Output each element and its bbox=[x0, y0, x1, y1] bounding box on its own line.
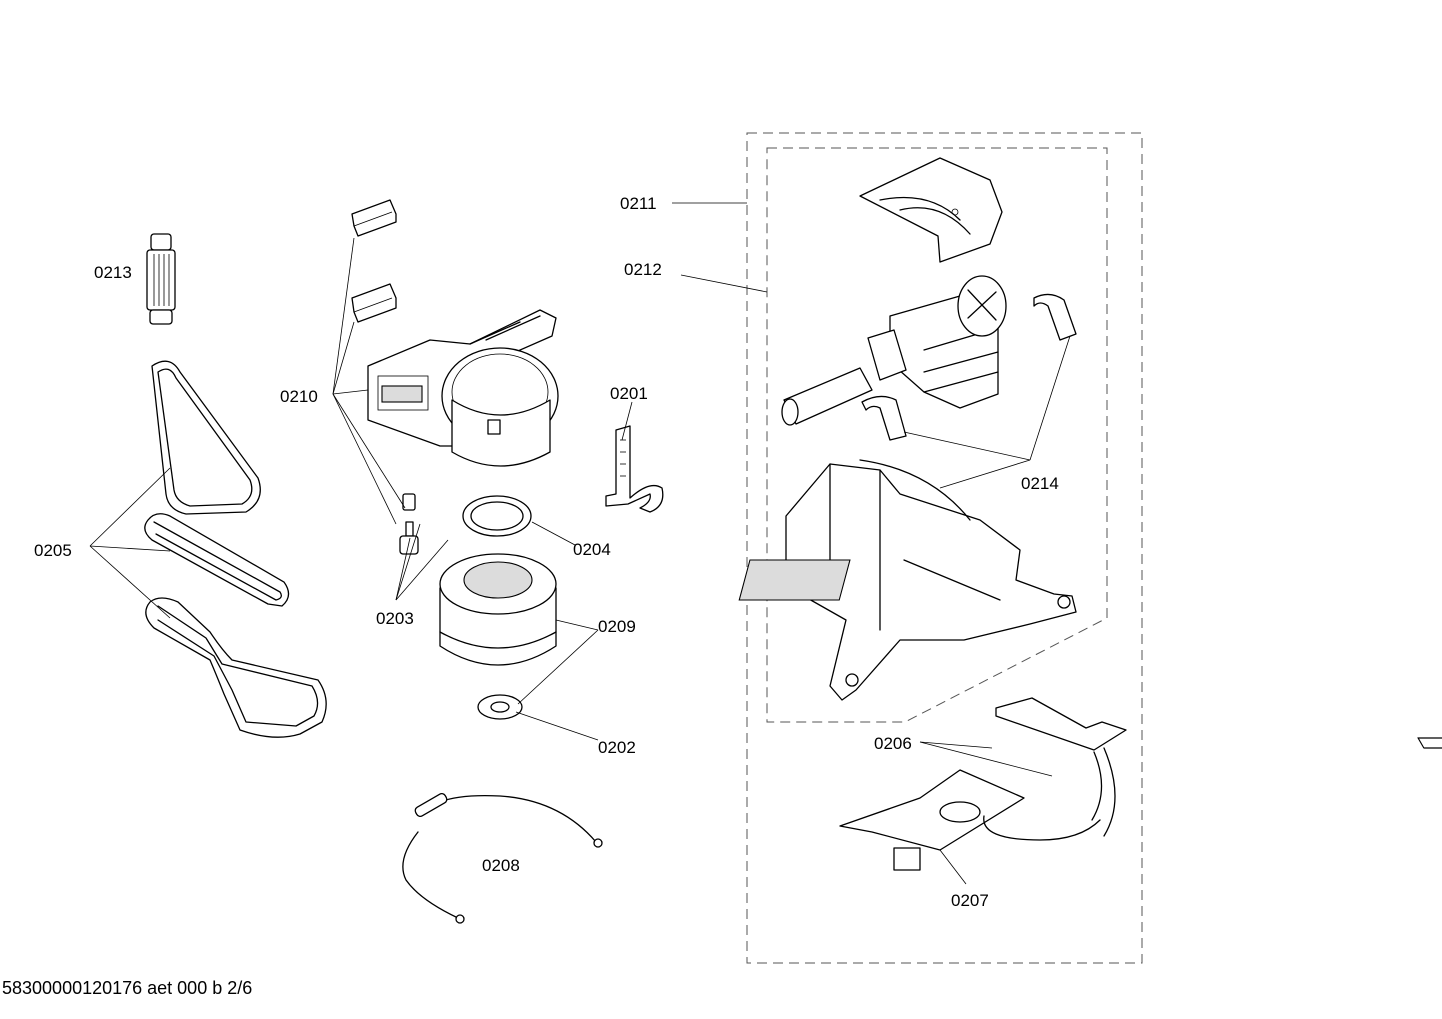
part-0210-clip-upper bbox=[351, 199, 397, 237]
assembly-frame-inner bbox=[766, 147, 1108, 723]
part-0214-clip-right bbox=[1033, 293, 1077, 341]
part-0205-belt-large bbox=[145, 597, 327, 738]
label-0202: 0202 bbox=[598, 738, 636, 757]
part-0205-belt-triangular bbox=[151, 360, 261, 515]
label-0208: 0208 bbox=[482, 856, 520, 875]
part-0202-washer bbox=[477, 694, 523, 720]
label-0204: 0204 bbox=[573, 540, 611, 559]
label-0207: 0207 bbox=[951, 891, 989, 910]
part-0206-sensor-pad-1 bbox=[1417, 737, 1442, 749]
label-0210: 0210 bbox=[280, 387, 318, 406]
label-0206: 0206 bbox=[874, 734, 912, 753]
label-0211: 0211 bbox=[620, 194, 657, 213]
label-0201: 0201 bbox=[610, 384, 648, 403]
part-0213-filter-cartridge bbox=[146, 233, 176, 325]
part-0209-motor-housing bbox=[439, 553, 557, 666]
part-0207-sensor-plate bbox=[839, 769, 1101, 871]
document-reference-footer: 58300000120176 aet 000 b 2/6 bbox=[2, 978, 253, 998]
part-0206-plate-upper bbox=[995, 697, 1127, 837]
part-0205-belt-long bbox=[144, 513, 290, 607]
part-0210-pin-bottom bbox=[399, 521, 419, 555]
label-0209: 0209 bbox=[598, 617, 636, 636]
part-0210-clip-lower bbox=[351, 283, 397, 323]
label-0214: 0214 bbox=[1021, 474, 1059, 493]
label-0213: 0213 bbox=[94, 263, 132, 282]
part-0210-fan-housing bbox=[367, 309, 559, 467]
part-0212-motor-unit bbox=[781, 275, 1007, 426]
part-0211-blower-cover bbox=[859, 157, 1003, 263]
part-0208-cable bbox=[402, 792, 603, 924]
label-0203: 0203 bbox=[376, 609, 414, 628]
leader-lines bbox=[89, 202, 1071, 885]
label-0212: 0212 bbox=[624, 260, 662, 279]
part-0204-sealing-ring bbox=[462, 495, 532, 537]
part-0214-base-housing bbox=[738, 459, 1077, 701]
part-0214-clip-left bbox=[861, 395, 907, 441]
assembly-frame-outer bbox=[746, 132, 1143, 964]
part-0210-pin-top bbox=[402, 493, 416, 511]
label-0205: 0205 bbox=[34, 541, 72, 560]
part-0201-level-gauge bbox=[605, 425, 664, 513]
part-labels: 0211 0212 0213 0210 0201 0214 0205 0204 … bbox=[34, 194, 1059, 910]
